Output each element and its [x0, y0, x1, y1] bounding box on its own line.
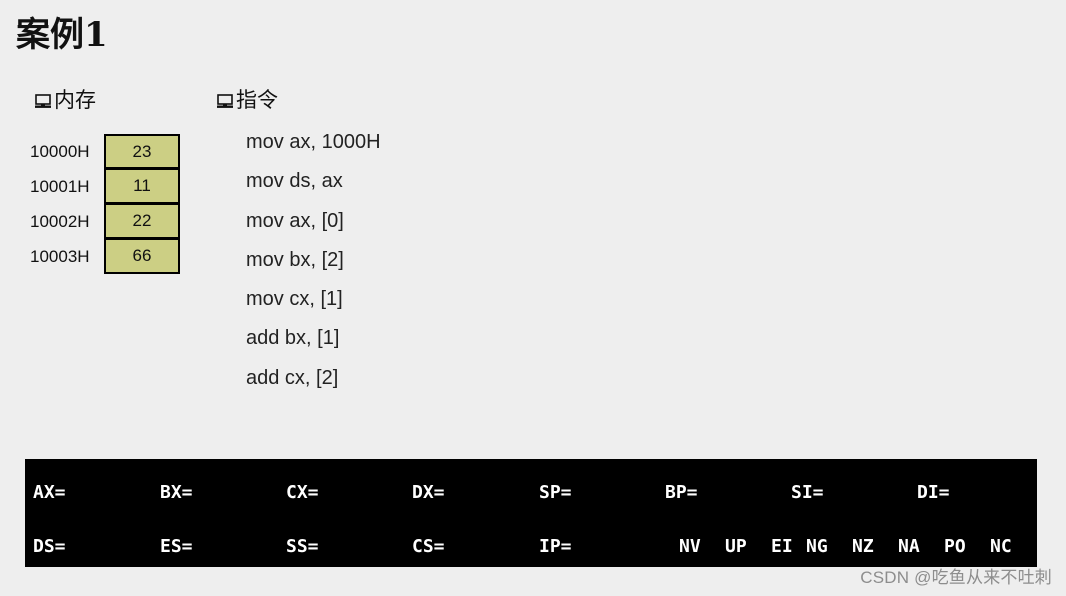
register-sp: SP=	[539, 482, 572, 503]
instruction-heading-label: 指令	[236, 88, 278, 112]
flag-ei: EI	[771, 536, 793, 557]
instruction-line: add bx, [1]	[246, 327, 340, 350]
flag-na: NA	[898, 536, 920, 557]
register-cx: CX=	[286, 482, 319, 503]
memory-address: 10003H	[30, 246, 90, 266]
computer-icon	[216, 92, 234, 110]
register-si: SI=	[791, 482, 824, 503]
register-ds: DS=	[33, 536, 66, 557]
memory-address: 10000H	[30, 141, 90, 161]
memory-row-10001h: 10001H 11	[30, 169, 182, 204]
register-ss: SS=	[286, 536, 319, 557]
register-ax: AX=	[33, 482, 66, 503]
instruction-heading: 指令	[216, 90, 278, 111]
register-bx: BX=	[160, 482, 193, 503]
watermark: CSDN @吃鱼从来不吐刺	[860, 568, 1052, 587]
register-ip: IP=	[539, 536, 572, 557]
register-row-top: AX= BX= CX= DX= SP= BP= SI= DI=	[33, 484, 1029, 504]
memory-heading: 内存	[34, 90, 96, 111]
flag-up: UP	[725, 536, 747, 557]
instruction-line: mov ax, 1000H	[246, 131, 381, 153]
registers-panel: AX= BX= CX= DX= SP= BP= SI= DI= DS= ES= …	[25, 459, 1037, 567]
memory-address: 10001H	[30, 176, 90, 196]
instruction-line: mov ax, [0]	[246, 209, 344, 232]
memory-cell: 23	[104, 134, 180, 169]
memory-row-10003h: 10003H 66	[30, 239, 182, 274]
register-dx: DX=	[412, 482, 445, 503]
flag-nz: NZ	[852, 536, 874, 557]
computer-icon	[34, 92, 52, 110]
flag-nv: NV	[679, 536, 701, 557]
flag-po: PO	[944, 536, 966, 557]
memory-cell: 22	[104, 204, 180, 239]
memory-address: 10002H	[30, 211, 90, 231]
page-title: 案例1	[16, 15, 108, 55]
memory-cell: 11	[104, 169, 180, 204]
register-cs: CS=	[412, 536, 445, 557]
instruction-line: mov bx, [2]	[246, 248, 344, 271]
instruction-line: mov ds, ax	[246, 170, 343, 193]
instruction-line: mov cx, [1]	[246, 288, 343, 311]
flag-ng: NG	[806, 536, 828, 557]
register-bp: BP=	[665, 482, 698, 503]
instruction-line: add cx, [2]	[246, 366, 339, 389]
register-es: ES=	[160, 536, 193, 557]
memory-heading-label: 内存	[54, 88, 96, 112]
register-row-bottom: DS= ES= SS= CS= IP= NV UP EI NG NZ NA PO…	[33, 538, 1029, 558]
memory-cell: 66	[104, 239, 180, 274]
memory-row-10000h: 10000H 23	[30, 134, 182, 169]
flag-nc: NC	[990, 536, 1012, 557]
instruction-list: mov ax, 1000H mov ds, ax mov ax, [0] mov…	[246, 129, 381, 404]
memory-row-10002h: 10002H 22	[30, 204, 182, 239]
register-di: DI=	[917, 482, 950, 503]
